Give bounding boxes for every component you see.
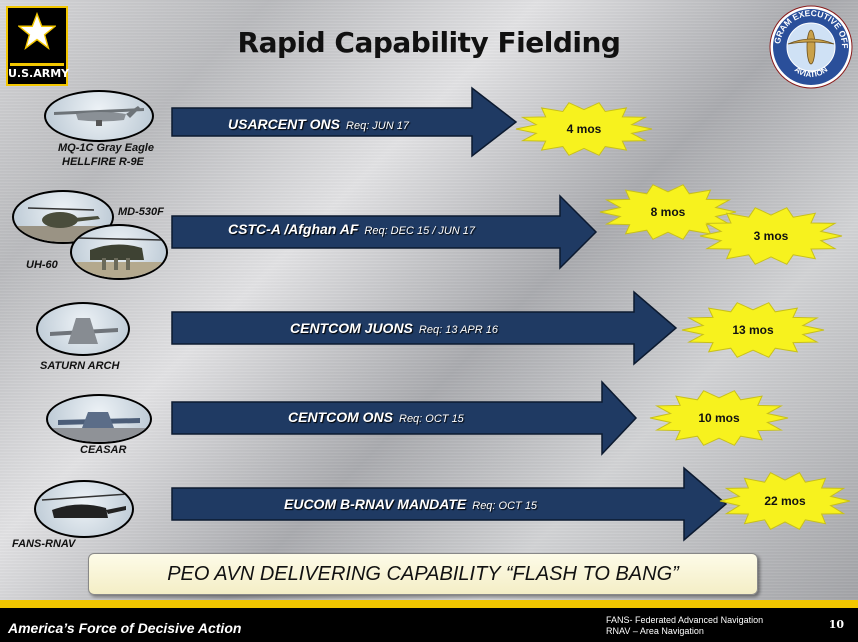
fans-rnav-image [34,480,134,538]
uh60-image [70,224,168,280]
md530f-image [12,190,114,244]
footer-def-rnav: RNAV – Area Navigation [606,626,704,636]
starburst-icon [699,207,843,265]
star-icon [18,12,56,50]
row3-req: Req: 13 APR 16 [418,324,498,336]
row1-arrow [171,86,518,158]
row4-arrow [171,380,638,456]
aircraft-icon [50,318,118,344]
burst-3mos: 3 mos [698,205,844,267]
row2-arrow [171,194,598,270]
row4-req: Req: OCT 15 [399,413,464,425]
starburst-icon [599,184,737,240]
slogan-banner: PEO AVN DELIVERING CAPABILITY “FLASH TO … [88,553,758,595]
starburst-icon [515,102,653,156]
seal-text-bottom: AVIATION [793,65,830,79]
svg-text:AVIATION: AVIATION [793,65,830,79]
aircraft-icon [48,412,150,442]
starburst-icon [719,472,851,530]
footer-gold-bar [0,600,858,608]
caption-uh60: UH-60 [26,259,58,271]
page-title: Rapid Capability Fielding [237,26,621,59]
footer-definitions: FANS- Federated Advanced Navigation RNAV… [606,615,763,637]
starburst-icon [681,302,825,358]
caption-mq1c: MQ-1C Gray Eagle [58,142,154,154]
ceasar-image [46,394,152,444]
footer-bar: America’s Force of Decisive Action FANS-… [0,608,858,642]
burst-13mos: 13 mos [680,300,826,360]
caption-hellfire: HELLFIRE R-9E [62,156,144,168]
caption-ceasar: CEASAR [80,444,127,456]
saturn-arch-image [36,302,130,356]
helicopter-icon [41,493,129,518]
slogan-text: PEO AVN DELIVERING CAPABILITY “FLASH TO … [167,563,679,585]
caption-saturn-arch: SATURN ARCH [40,360,120,372]
row5-req: Req: OCT 15 [472,500,538,512]
army-logo: U.S.ARMY [6,6,70,86]
caption-md530f: MD-530F [118,206,164,218]
footer-motto: America’s Force of Decisive Action [8,620,242,636]
caption-fans-rnav: FANS-RNAV [12,538,76,550]
starburst-icon [649,390,789,446]
army-logo-text: U.S.ARMY [8,67,70,80]
row5-arrow [171,466,728,542]
page-number: 10 [828,618,844,631]
helicopter-icon [72,237,166,278]
row2-req: Req: DEC 15 / JUN 17 [364,225,476,237]
burst-8mos: 8 mos [598,182,738,242]
peo-aviation-seal-icon: PROGRAM EXECUTIVE OFFICE AVIATION [768,4,853,89]
burst-10mos: 10 mos [648,388,790,448]
burst-4mos: 4 mos [514,100,654,158]
row1-req: Req: JUN 17 [346,120,409,132]
footer-def-fans: FANS- Federated Advanced Navigation [606,615,764,625]
mq1c-gray-eagle-image [44,90,154,142]
burst-22mos: 22 mos [718,470,852,532]
drone-icon [54,106,144,126]
row3-arrow [171,290,678,366]
army-logo-bar [10,63,64,66]
